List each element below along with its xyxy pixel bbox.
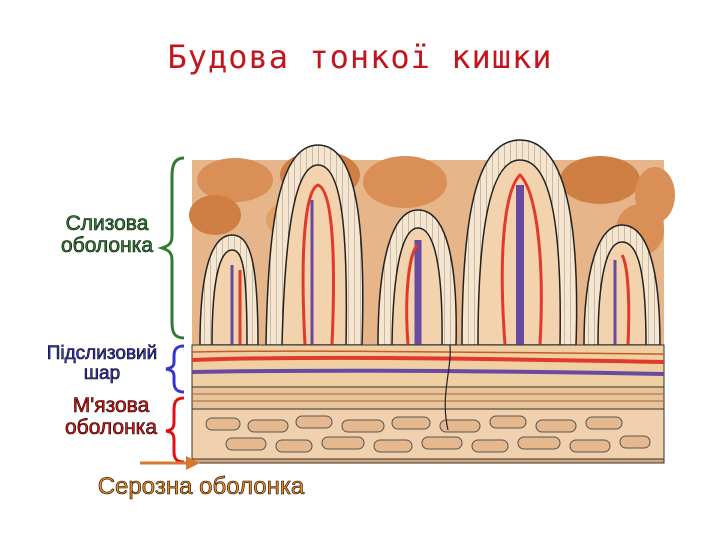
muscle-layer	[191, 386, 665, 464]
mucosa-label: Слизова оболонка	[48, 212, 166, 258]
mucosa-label-line1: Слизова	[65, 212, 149, 235]
mucosa-label-line2: оболонка	[60, 234, 154, 258]
nerve-fiber	[444, 344, 451, 431]
submucosa-bracket	[165, 344, 185, 394]
muscle-label: М'язова оболонка	[52, 394, 170, 440]
serosa-arrow	[140, 456, 200, 470]
mucosa-bracket	[157, 156, 185, 340]
submucosa-label-line2: шар	[83, 362, 121, 384]
villus-vessels	[230, 172, 631, 346]
submucosa-layer	[191, 344, 665, 388]
muscle-label-line2: оболонка	[64, 416, 158, 440]
submucosa-label: Підслизовий шар	[36, 343, 168, 384]
page-title: Будова тонкої кишки	[167, 38, 553, 76]
muscle-label-line1: М'язова	[72, 394, 150, 417]
submucosa-label-line1: Підслизовий	[46, 343, 158, 364]
serosa-label: Серозна оболонка	[97, 473, 305, 500]
muscle-bracket	[165, 396, 185, 464]
